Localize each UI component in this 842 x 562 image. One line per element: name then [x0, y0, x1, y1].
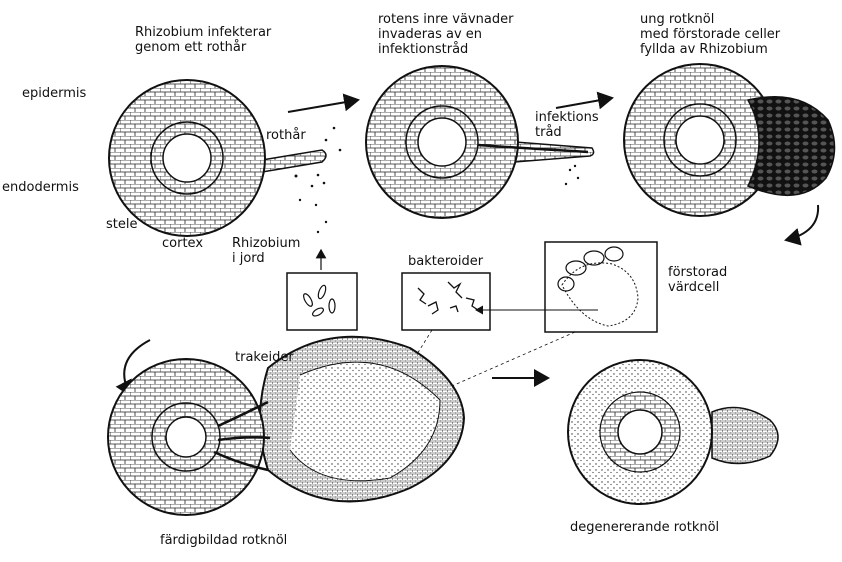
- label-host-cell: förstorad värdcell: [668, 265, 727, 295]
- label-stele: stele: [106, 217, 137, 232]
- root-cross-section-1: [109, 80, 341, 236]
- root-cross-section-2: [366, 66, 594, 218]
- label-cortex: cortex: [162, 236, 203, 251]
- label-infection-thread: infektions tråd: [535, 110, 599, 140]
- label-epidermis: epidermis: [22, 86, 86, 101]
- label-root-hair: rothår: [266, 128, 306, 143]
- caption-young-nodule: ung rotknöl med förstorade celler fyllda…: [640, 12, 780, 57]
- label-tracheids: trakeider: [235, 350, 294, 365]
- label-rhizobium-soil: Rhizobium i jord: [232, 236, 300, 266]
- caption-mature-nodule: färdigbildad rotknöl: [160, 533, 287, 548]
- stele: [163, 134, 211, 182]
- label-endodermis: endodermis: [2, 180, 79, 195]
- arrow-step-2: [556, 98, 612, 108]
- caption-invasion: rotens inre vävnader invaderas av en inf…: [378, 12, 513, 57]
- root-hair: [262, 150, 326, 172]
- inset-host-cell: [545, 242, 657, 332]
- inset-rhizobium-soil: [287, 273, 357, 330]
- caption-degenerating-nodule: degenererande rotknöl: [570, 520, 719, 535]
- label-bacteroids: bakteroider: [408, 254, 483, 269]
- young-nodule: [624, 64, 835, 216]
- infected-cell-mass: [748, 97, 835, 196]
- caption-infection: Rhizobium infekterar genom ett rothår: [135, 25, 271, 55]
- arrow-step-1: [288, 100, 358, 112]
- inset-bacteroids: [402, 273, 490, 330]
- degenerating-nodule: [568, 360, 778, 504]
- curved-arrow-right: [786, 205, 818, 240]
